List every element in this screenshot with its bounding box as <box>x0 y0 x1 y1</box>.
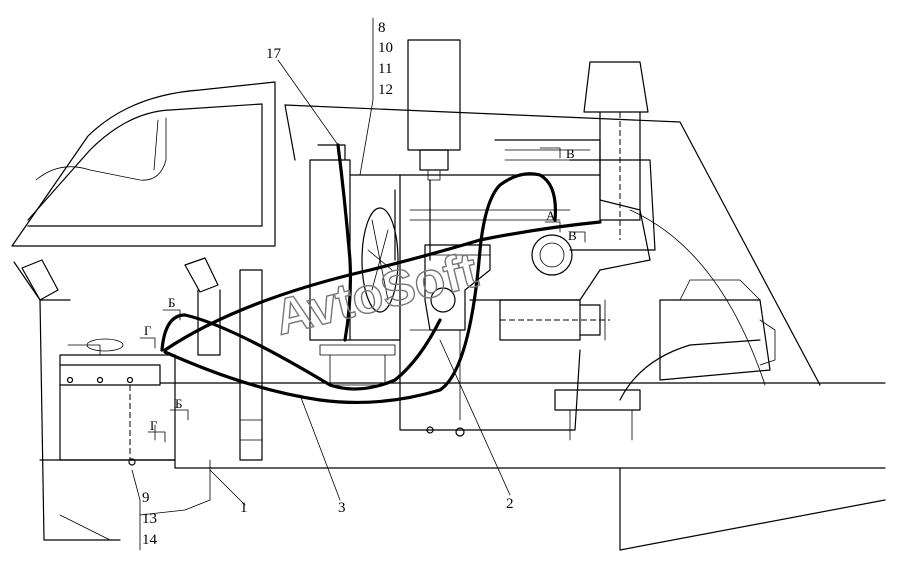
callout-2: 2 <box>506 496 514 512</box>
section-mark-g-top: Г <box>144 323 152 338</box>
engine-block <box>394 139 651 437</box>
callout-3: 3 <box>338 500 346 516</box>
air-intake-pipe <box>407 39 461 181</box>
callout-17: 17 <box>266 46 282 62</box>
radiator <box>309 144 401 386</box>
section-mark-g-low: Г <box>150 418 158 433</box>
callout-12: 12 <box>378 82 393 98</box>
callout-13: 13 <box>142 511 157 527</box>
transmission <box>659 279 776 381</box>
starter-motor <box>499 299 610 341</box>
callout-14: 14 <box>142 532 158 548</box>
hood-panel <box>284 104 821 386</box>
section-flags <box>139 147 586 443</box>
callout-1: 1 <box>240 500 248 516</box>
section-mark-a: А <box>546 208 556 223</box>
tank-brackets <box>21 257 263 461</box>
fuel-hoses <box>160 143 602 405</box>
fuel-tank <box>59 338 176 466</box>
cab-outline <box>11 81 276 247</box>
callout-11: 11 <box>378 61 392 77</box>
callout-8: 8 <box>378 20 386 36</box>
cooling-fan <box>361 207 399 313</box>
section-mark-b-top: Б <box>168 295 175 310</box>
section-mark-v-mid: В <box>568 228 577 243</box>
section-mark-v-top: В <box>566 146 575 161</box>
fuel-injection-pump <box>424 244 491 331</box>
callout-10: 10 <box>378 40 393 56</box>
frame-outline <box>13 261 886 551</box>
filter-canister <box>531 234 573 276</box>
callout-9: 9 <box>142 490 150 506</box>
leader-lines <box>131 17 511 551</box>
section-mark-b-low: Б <box>175 396 182 411</box>
